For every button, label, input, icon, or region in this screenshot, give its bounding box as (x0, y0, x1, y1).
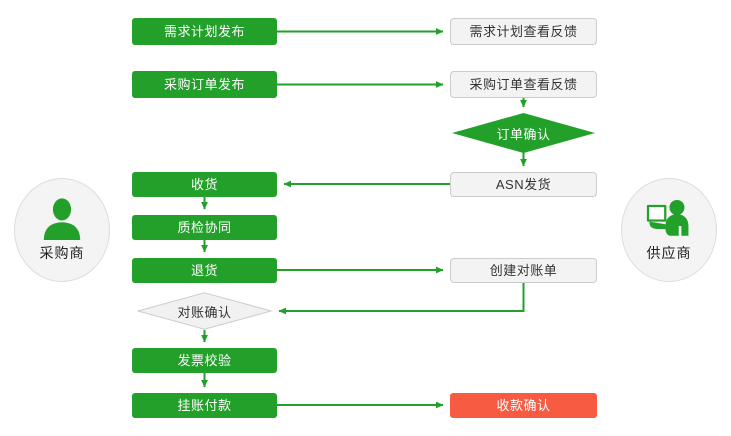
node-statement-confirm-label: 对账确认 (177, 304, 232, 320)
node-quality-collab[interactable]: 质检协同 (132, 215, 277, 240)
actor-supplier-label: 供应商 (646, 245, 692, 261)
actor-buyer-label: 采购商 (39, 245, 85, 261)
computer-user-icon (646, 199, 689, 236)
node-order-confirm-label: 订单确认 (496, 126, 551, 142)
node-demand-plan-publish[interactable]: 需求计划发布 (132, 18, 277, 45)
diamond-shape-green (452, 113, 595, 153)
node-po-feedback[interactable]: 采购订单查看反馈 (450, 71, 597, 98)
node-payable-payment[interactable]: 挂账付款 (132, 393, 277, 418)
node-order-confirm[interactable]: 订单确认 (452, 113, 595, 153)
actor-supplier[interactable]: 供应商 (621, 178, 717, 282)
diamond-shape-grey (137, 292, 272, 330)
node-receive-goods[interactable]: 收货 (132, 172, 277, 197)
node-create-statement[interactable]: 创建对账单 (450, 258, 597, 283)
node-po-publish[interactable]: 采购订单发布 (132, 71, 277, 98)
node-demand-plan-feedback[interactable]: 需求计划查看反馈 (450, 18, 597, 45)
node-receipt-confirm[interactable]: 收款确认 (450, 393, 597, 418)
node-invoice-verify[interactable]: 发票校验 (132, 348, 277, 373)
node-return-goods[interactable]: 退货 (132, 258, 277, 283)
person-icon (43, 198, 81, 241)
node-statement-confirm[interactable]: 对账确认 (137, 292, 272, 330)
actor-buyer[interactable]: 采购商 (14, 178, 110, 282)
node-asn-ship[interactable]: ASN发货 (450, 172, 597, 197)
edge-statement-confirm (278, 282, 525, 315)
